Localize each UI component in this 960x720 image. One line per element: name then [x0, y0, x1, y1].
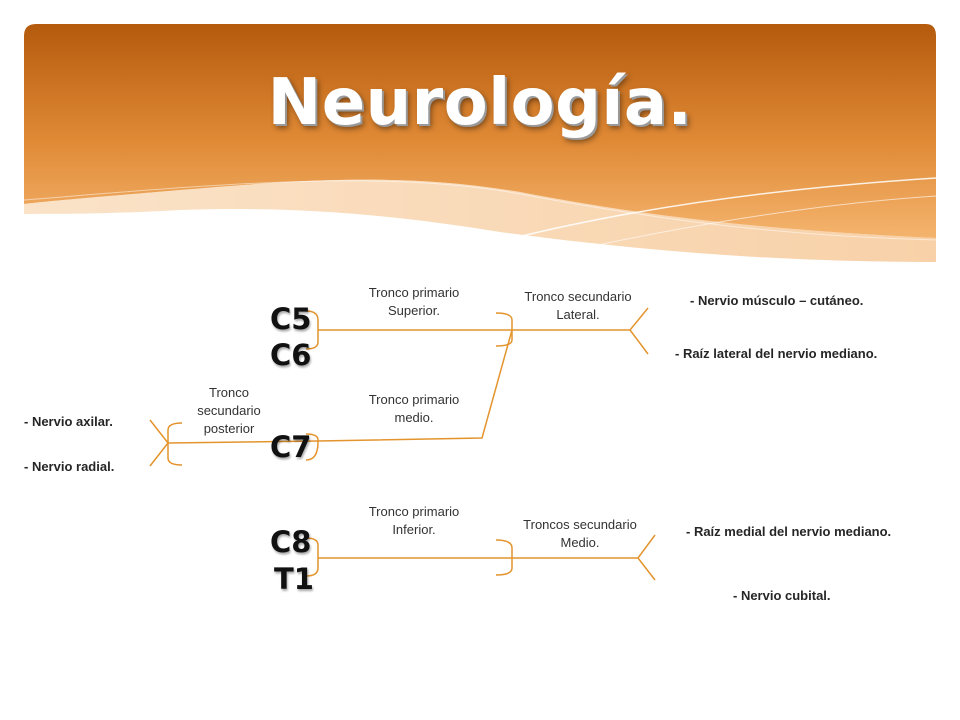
- root-c8: C8: [270, 525, 312, 559]
- root-c7: C7: [270, 430, 312, 464]
- trunk-lateral-label: Tronco secundario Lateral.: [524, 289, 632, 322]
- root-c6: C6: [270, 338, 312, 372]
- nerve-raiz-medial: - Raíz medial del nervio mediano.: [686, 524, 892, 539]
- root-t1: T1: [274, 562, 314, 596]
- nerve-raiz-lateral: - Raíz lateral del nervio mediano.: [675, 346, 878, 361]
- slide-title: Neurología.: [267, 66, 693, 140]
- trunk-medio-label: Tronco primario medio.: [368, 392, 460, 425]
- trunk-medial-label: Troncos secundario Medio.: [523, 517, 637, 550]
- trunk-inferior-label: Tronco primario Inferior.: [368, 504, 460, 537]
- nerve-axilar: - Nervio axilar.: [24, 414, 113, 429]
- nerve-musculocutaneo: - Nervio músculo – cutáneo.: [690, 293, 864, 308]
- nerve-radial: - Nervio radial.: [24, 459, 115, 474]
- trunk-superior-label: Tronco primario Superior.: [368, 285, 460, 318]
- root-c5: C5: [270, 302, 312, 336]
- trunk-posterior-label: Tronco secundario posterior: [197, 385, 261, 436]
- nerve-cubital: - Nervio cubital.: [733, 588, 831, 603]
